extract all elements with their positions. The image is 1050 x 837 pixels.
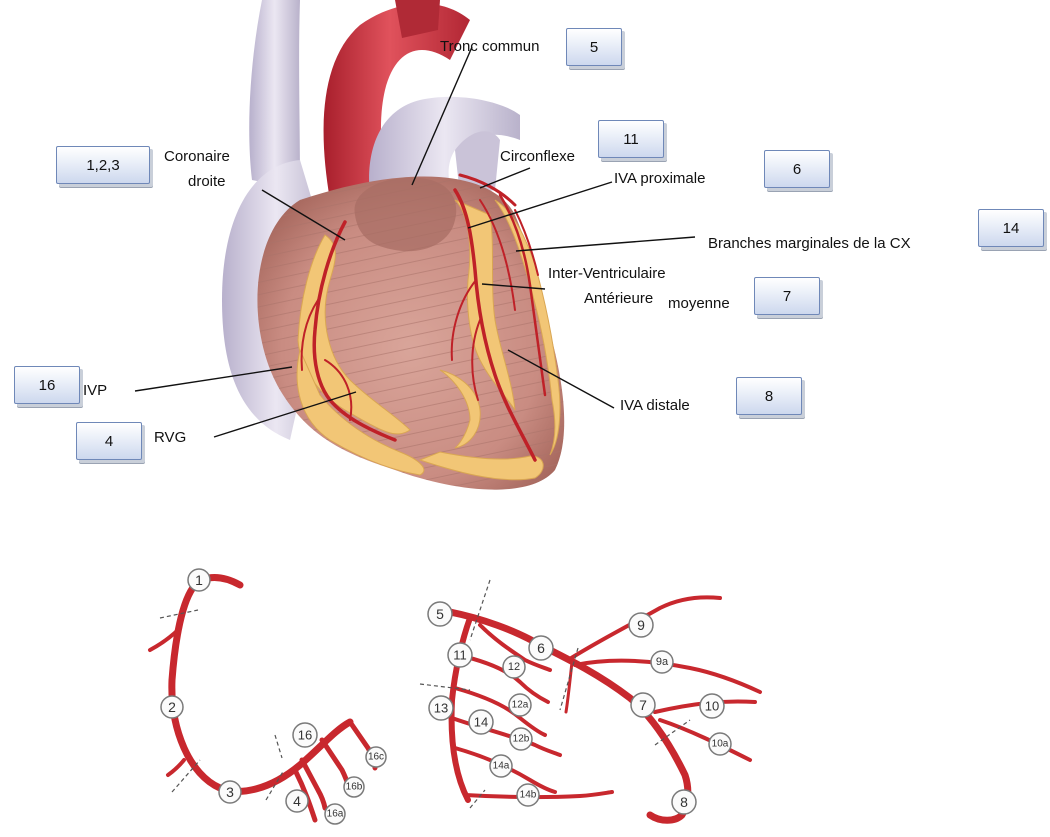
- lca-node-12: 12: [503, 656, 525, 678]
- svg-text:1: 1: [195, 572, 203, 588]
- lca-node-5: 5: [428, 602, 452, 626]
- svg-text:11: 11: [453, 648, 467, 663]
- lca-node-12a: 12a: [509, 694, 531, 716]
- lca-node-9a: 9a: [651, 651, 673, 673]
- svg-text:14b: 14b: [520, 790, 537, 801]
- left-coronary-tree: 5 6 7 8 9 9a 10 10a 11 12 12a 12b 13 14 …: [420, 580, 760, 820]
- svg-text:12a: 12a: [512, 700, 529, 711]
- rca-node-3: 3: [219, 781, 241, 803]
- svg-text:14a: 14a: [493, 761, 510, 772]
- lca-node-10a: 10a: [709, 733, 731, 755]
- lca-node-8: 8: [672, 790, 696, 814]
- svg-text:9: 9: [637, 617, 645, 633]
- lca-node-9: 9: [629, 613, 653, 637]
- lca-node-12b: 12b: [510, 728, 532, 750]
- svg-text:6: 6: [537, 640, 545, 656]
- rca-node-16: 16: [293, 723, 317, 747]
- svg-text:16c: 16c: [368, 752, 384, 763]
- svg-text:4: 4: [293, 793, 301, 809]
- svg-text:10: 10: [705, 699, 719, 714]
- svg-text:3: 3: [226, 784, 234, 800]
- rca-node-16a: 16a: [325, 804, 345, 824]
- svg-text:16b: 16b: [346, 782, 363, 793]
- svg-text:12: 12: [508, 661, 520, 673]
- svg-text:5: 5: [436, 606, 444, 622]
- svg-text:7: 7: [639, 697, 647, 713]
- svg-text:14: 14: [474, 715, 488, 730]
- svg-text:12b: 12b: [513, 734, 530, 745]
- svg-text:8: 8: [680, 794, 688, 810]
- lca-node-14b: 14b: [517, 784, 539, 806]
- lca-node-6: 6: [529, 636, 553, 660]
- rca-node-2: 2: [161, 696, 183, 718]
- svg-text:13: 13: [434, 701, 448, 716]
- lca-node-13: 13: [429, 696, 453, 720]
- rca-node-16c: 16c: [366, 747, 386, 767]
- lca-node-10: 10: [700, 694, 724, 718]
- svg-text:10a: 10a: [712, 739, 729, 750]
- svg-text:16: 16: [298, 728, 312, 743]
- lca-node-14: 14: [469, 710, 493, 734]
- right-coronary-tree: 1 2 3 4 16 16a 16b 16c: [150, 569, 386, 824]
- svg-text:16a: 16a: [327, 809, 344, 820]
- lca-node-7: 7: [631, 693, 655, 717]
- lca-node-14a: 14a: [490, 755, 512, 777]
- svg-text:9a: 9a: [656, 656, 669, 668]
- svg-text:2: 2: [168, 699, 176, 715]
- rca-node-4: 4: [286, 790, 308, 812]
- rca-node-16b: 16b: [344, 777, 364, 797]
- rca-node-1: 1: [188, 569, 210, 591]
- lca-node-11: 11: [448, 643, 472, 667]
